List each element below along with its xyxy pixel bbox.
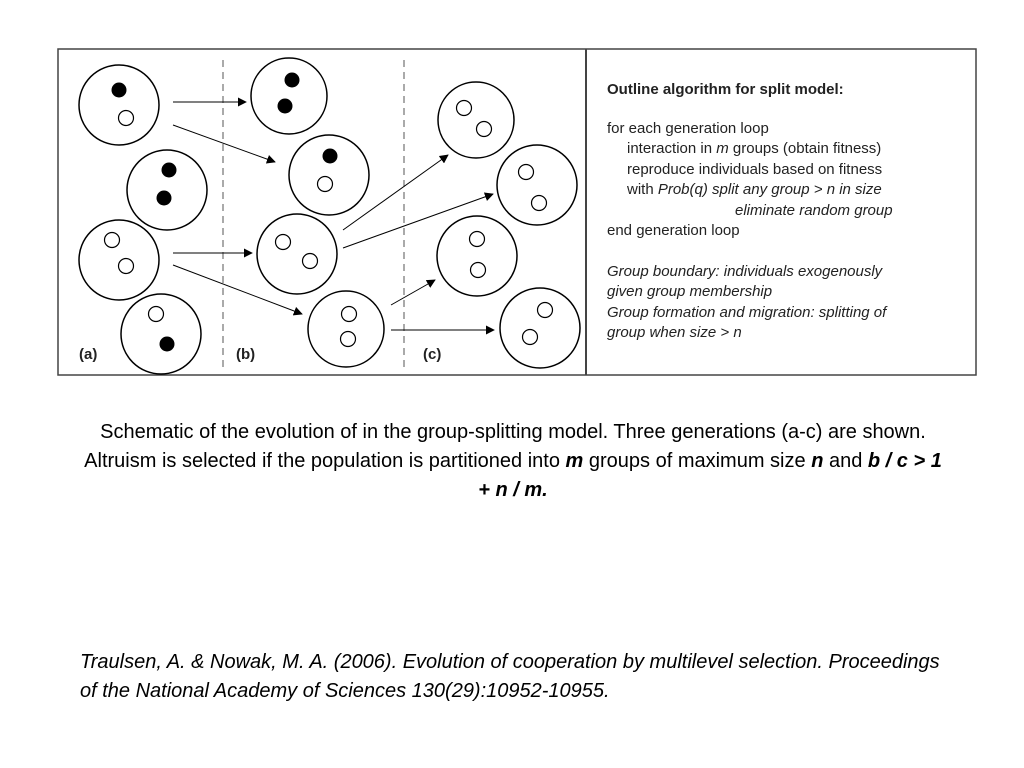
algorithm-outline: Outline algorithm for split model: for e…: [607, 80, 967, 344]
group-c2: [496, 144, 578, 226]
panel-label-c: (c): [423, 346, 441, 363]
group-b4: [307, 290, 385, 368]
algorithm-step-eliminate: eliminate random group: [735, 201, 893, 219]
cooperator-individual: [340, 305, 358, 323]
arrow-a3-b4: [172, 264, 303, 316]
reference-citation: Traulsen, A. & Nowak, M. A. (2006). Evol…: [80, 651, 940, 702]
defector-individual: [161, 162, 177, 178]
cooperator-individual: [530, 194, 548, 212]
algorithm-step-interaction: interaction in m groups (obtain fitness): [627, 140, 882, 157]
cooperator-individual: [469, 261, 487, 279]
cooperator-individual: [475, 120, 493, 138]
group-b3: [256, 213, 338, 295]
cooperator-individual: [117, 109, 135, 127]
figure-frame: [57, 48, 977, 376]
cooperator-individual: [521, 328, 539, 346]
defector-individual: [159, 336, 175, 352]
group-c1: [437, 81, 515, 159]
cooperator-individual: [517, 163, 535, 181]
group-c4: [499, 287, 581, 369]
figure-caption: Schematic of the evolution of in the gro…: [84, 421, 942, 501]
defector-individual: [277, 98, 293, 114]
figure-svg: (a) (b) (c): [57, 48, 977, 376]
algorithm-loop-end: end generation loop: [607, 222, 740, 239]
defector-individual: [156, 190, 172, 206]
defector-individual: [284, 72, 300, 88]
defector-individual: [322, 148, 338, 164]
note-group-boundary-1: Group boundary: individuals exogenously: [607, 262, 883, 280]
algorithm-title: Outline algorithm for split model:: [607, 81, 844, 98]
group-a2: [126, 149, 208, 231]
cooperator-individual: [301, 252, 319, 270]
defector-individual: [111, 82, 127, 98]
cooperator-individual: [147, 305, 165, 323]
panel-label-a: (a): [79, 346, 97, 363]
note-group-formation-2: group when size > n: [607, 324, 742, 341]
note-group-boundary-2: given group membership: [607, 283, 773, 300]
group-b1: [250, 57, 328, 135]
cooperator-individual: [468, 230, 486, 248]
cooperator-individual: [455, 99, 473, 117]
group-a1: [78, 64, 160, 146]
algorithm-step-reproduce: reproduce individuals based on fitness: [627, 160, 883, 178]
algorithm-loop-start: for each generation loop: [607, 119, 769, 137]
arrow-b4-c3: [390, 279, 436, 306]
group-c3: [436, 215, 518, 297]
arrow-a1-b2: [172, 124, 276, 164]
group-a4: [120, 293, 202, 375]
arrow-b3-c1: [342, 154, 449, 231]
cooperator-individual: [339, 330, 357, 348]
split-model-figure: (a) (b) (c): [57, 48, 977, 378]
cooperator-individual: [103, 231, 121, 249]
panel-label-b: (b): [236, 346, 255, 363]
group-b2: [288, 134, 370, 216]
cooperator-individual: [316, 175, 334, 193]
algorithm-step-split: with Prob(q) split any group > n in size: [627, 181, 882, 198]
cooperator-individual: [536, 301, 554, 319]
cooperator-individual: [274, 233, 292, 251]
arrow-b3-c2: [342, 192, 494, 249]
group-a3: [78, 219, 160, 301]
note-group-formation-1: Group formation and migration: splitting…: [607, 303, 887, 321]
cooperator-individual: [117, 257, 135, 275]
